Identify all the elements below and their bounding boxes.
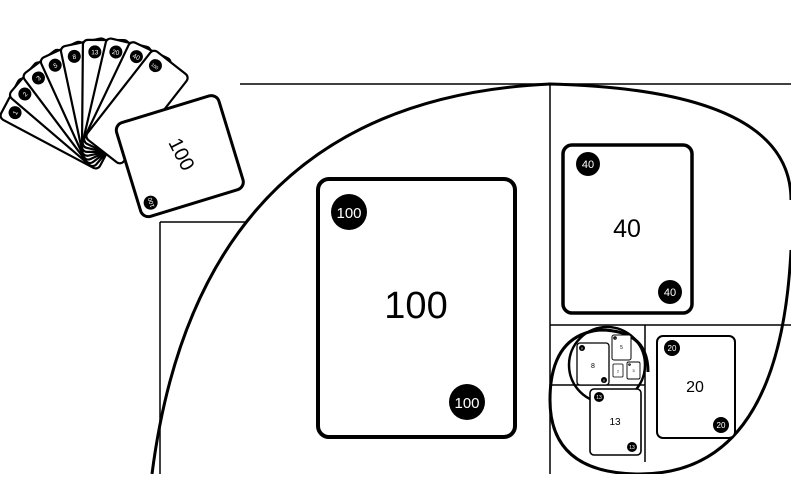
card-40-top-label: 40 bbox=[582, 159, 594, 171]
card-5-center-label: 5 bbox=[620, 345, 623, 351]
card-13-bottom-label: 13 bbox=[629, 445, 635, 451]
card-100-top-label: 100 bbox=[336, 205, 361, 222]
card-8-center-label: 8 bbox=[591, 363, 595, 370]
card-100-center-label: 100 bbox=[384, 285, 447, 327]
card-20-bottom-label: 20 bbox=[717, 421, 726, 430]
card-13-top-label: 13 bbox=[596, 395, 602, 401]
fan-card-13-label: 13 bbox=[91, 49, 99, 56]
card-100[interactable]: 100 100 100 bbox=[318, 179, 515, 437]
card-20-center-label: 20 bbox=[686, 379, 704, 396]
card-40-bottom-label: 40 bbox=[664, 287, 676, 299]
card-3[interactable]: 3 3 bbox=[627, 362, 640, 379]
card-100-bottom-label: 100 bbox=[454, 395, 479, 412]
card-20-top-label: 20 bbox=[668, 344, 677, 353]
card-40-center-label: 40 bbox=[613, 215, 641, 243]
card-2-center-label: 2 bbox=[617, 370, 619, 374]
card-13[interactable]: 13 13 13 bbox=[590, 389, 641, 455]
card-20[interactable]: 20 20 20 bbox=[657, 336, 735, 438]
card-5[interactable]: 5 5 bbox=[612, 335, 631, 360]
card-8[interactable]: 8 8 8 bbox=[577, 343, 609, 385]
card-13-center-label: 13 bbox=[609, 417, 621, 428]
card-2[interactable]: 2 bbox=[613, 364, 623, 377]
card-40[interactable]: 40 40 40 bbox=[563, 145, 692, 313]
card-3-corner-label: 3 bbox=[629, 364, 630, 366]
